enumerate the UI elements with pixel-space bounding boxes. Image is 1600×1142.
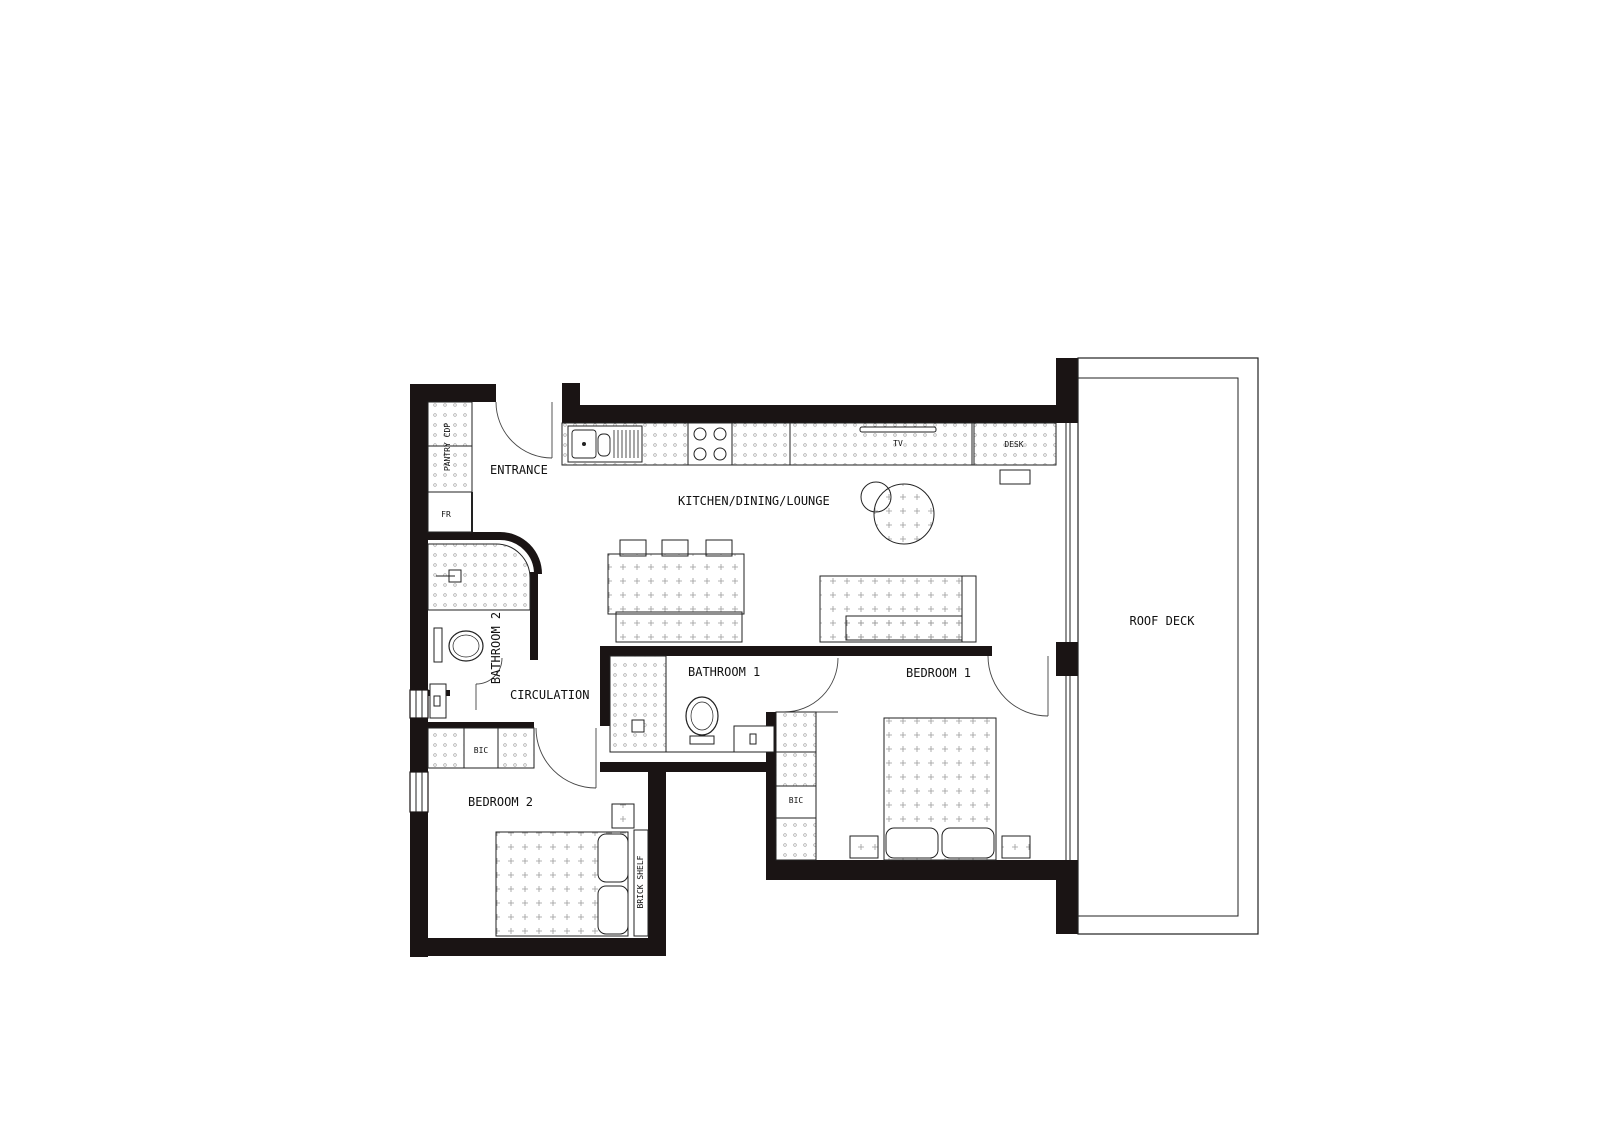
pantry-fridge: PANTRY CDP FR	[427, 401, 473, 533]
left-windows	[409, 689, 429, 813]
tv-label: TV	[893, 439, 903, 448]
room-bedroom2: BEDROOM 2	[468, 795, 533, 809]
bathroom1-door-swing	[783, 657, 839, 713]
bic-bedroom1-label: BIC	[789, 796, 804, 805]
bic-bedroom2-label: BIC	[474, 746, 489, 755]
room-bedroom1: BEDROOM 1	[906, 666, 971, 680]
bathroom2-curved-wall	[468, 532, 542, 575]
desk-chair-icon	[999, 469, 1031, 485]
fridge-label: FR	[441, 510, 451, 519]
bedroom1-furniture: BIC	[775, 655, 1049, 861]
bathroom2-door-swing	[475, 657, 503, 685]
roof-deck	[1077, 357, 1259, 935]
entrance-door-swing	[495, 401, 553, 459]
tv-icon	[859, 426, 937, 433]
bedroom2-door-swing	[535, 727, 597, 789]
room-bathroom1: BATHROOM 1	[688, 665, 760, 679]
sofa	[819, 575, 977, 643]
pantry-label: PANTRY CDP	[443, 423, 452, 471]
glass-facade	[1065, 423, 1071, 860]
bedroom2-furniture: BIC BRICK SHELF	[427, 727, 649, 937]
kitchen-bench: TV DESK	[561, 422, 1057, 485]
desk-label: DESK	[1004, 440, 1023, 449]
bathroom1-fixtures	[609, 655, 839, 753]
room-entrance: ENTRANCE	[490, 463, 548, 477]
coffee-tables	[860, 481, 935, 545]
room-circulation: CIRCULATION	[510, 688, 589, 702]
walls	[410, 358, 1078, 957]
bathroom2-fixtures	[427, 543, 531, 719]
cooktop-icon	[687, 422, 733, 466]
room-kitchen: KITCHEN/DINING/LOUNGE	[678, 494, 830, 508]
bedroom1-door-swing	[987, 655, 1049, 717]
brick-shelf-label: BRICK SHELF	[636, 855, 645, 908]
room-bathroom2: BATHROOM 2	[489, 612, 503, 684]
dining-set	[607, 539, 745, 643]
room-roof-deck: ROOF DECK	[1129, 614, 1195, 628]
shower-mixer-icon-2	[631, 719, 645, 733]
